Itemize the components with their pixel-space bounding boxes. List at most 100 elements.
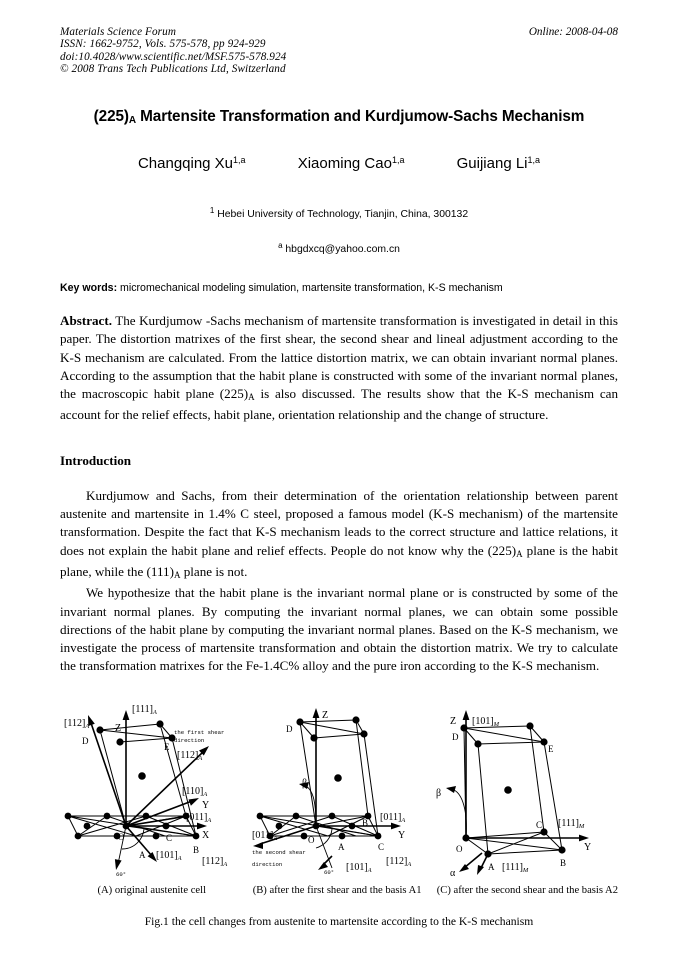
- intro-p1-subscript-2: A: [173, 569, 181, 580]
- masthead-left: Materials Science Forum ISSN: 1662-9752,…: [60, 26, 618, 76]
- panel-c-vertex-d: D: [452, 732, 459, 742]
- panel-c-dir-111-bottom: [111]M: [502, 862, 529, 874]
- panel-a-vertex-d: D: [82, 736, 89, 746]
- figure-panel-b: Z D β B [011]A Y O [011]A the second she…: [246, 698, 432, 878]
- panel-b-dir-011-right: [011]A: [380, 812, 405, 824]
- panel-a-dir-111: [111]A: [132, 704, 157, 716]
- panel-a-dir-112-left: [112]A: [64, 718, 89, 730]
- abstract-label: Abstract.: [60, 313, 112, 328]
- subcaption-a: (A) original austenite cell: [97, 884, 207, 896]
- panel-a-axis-x: X: [202, 830, 210, 841]
- panel-c-vertex-b: B: [560, 858, 566, 868]
- panel-a-dir-101: [101]A: [156, 850, 182, 862]
- panel-b-vertex-c: C: [378, 842, 384, 852]
- panel-a-vertex-e: E: [164, 742, 170, 752]
- contact-email: a hbgdxcq@yahoo.com.cn: [60, 241, 618, 255]
- panel-c-vertex-o: O: [456, 844, 463, 854]
- panel-a-vertex-a: A: [139, 850, 146, 860]
- author-2-sup: 1,a: [391, 155, 405, 165]
- email-text: hbgdxcq@yahoo.com.cn: [282, 244, 400, 255]
- author-3-name: Guijiang Li: [456, 155, 528, 172]
- panel-a-axis-y: Y: [202, 800, 209, 811]
- panel-c-axis-y: Y: [584, 842, 591, 853]
- intro-paragraph-1: Kurdjumow and Sachs, from their determin…: [60, 487, 618, 584]
- panel-a-note-line1: the first shear: [174, 729, 224, 736]
- panel-c-vertex-e: E: [548, 744, 554, 754]
- panel-b-vertex-d: D: [286, 724, 293, 734]
- panel-b-axis-y: Y: [398, 830, 405, 841]
- author-3-sup: 1,a: [527, 155, 541, 165]
- panel-b-vertex-a: A: [338, 842, 345, 852]
- author-1: Changqing Xu1,a: [138, 155, 246, 172]
- issn-line: ISSN: 1662-9752, Vols. 575-578, pp 924-9…: [60, 38, 266, 51]
- panel-a-vertex-o: O: [118, 832, 125, 842]
- masthead: Materials Science Forum ISSN: 1662-9752,…: [60, 26, 618, 84]
- panel-b-note-line2: direction: [252, 861, 282, 868]
- author-2-name: Xiaoming Cao: [297, 155, 392, 172]
- email-marker: a: [278, 241, 283, 250]
- panel-b-angle: 60°: [324, 869, 334, 876]
- author-list: Changqing Xu1,a Xiaoming Cao1,a Guijiang…: [60, 155, 618, 172]
- abstract-part-1: The Kurdjumow -Sachs mechanism of marten…: [60, 313, 618, 402]
- author-1-sup: 1,a: [233, 155, 246, 165]
- intro-paragraph-2: We hypothesize that the habit plane is t…: [60, 585, 618, 674]
- panel-c-beta: β: [436, 788, 441, 799]
- journal-name: Materials Science Forum: [60, 26, 177, 38]
- panel-a-angle: 60°: [116, 871, 126, 878]
- panel-c-vertex-a: A: [488, 862, 495, 872]
- affiliation-text: Hebei University of Technology, Tianjin,…: [214, 209, 469, 220]
- panel-a-dir-112-right: [112]A: [177, 750, 202, 762]
- author-2: Xiaoming Cao1,a: [298, 155, 405, 172]
- panel-a-dir-112-bottom: [112]A: [202, 856, 227, 868]
- panel-b-vertex-b: B: [362, 818, 368, 828]
- subcaption-c: (C) after the second shear and the basis…: [436, 884, 618, 896]
- panel-a-note-line2: direction: [174, 737, 204, 744]
- panel-c-dir-101: [101]M: [472, 716, 500, 728]
- panel-c-dir-111-right: [111]M: [558, 818, 585, 830]
- author-1-name: Changqing Xu: [137, 155, 234, 172]
- online-date: Online: 2008-04-08: [528, 26, 618, 38]
- affiliation: 1 Hebei University of Technology, Tianji…: [60, 206, 618, 220]
- keywords: Key words: micromechanical modeling simu…: [60, 282, 618, 294]
- intro-p1-subscript-1: A: [516, 548, 523, 559]
- panel-c-diagram: Z [101]M D E β [111]M C Y O A B α [111]M: [436, 709, 591, 878]
- panel-a-vertex-b: B: [193, 845, 199, 855]
- affiliation-marker: 1: [209, 206, 215, 215]
- abstract: Abstract. The Kurdjumow -Sachs mechanism…: [60, 312, 618, 425]
- keywords-label: Key words:: [60, 282, 118, 294]
- intro-p1-part-2: plane is the habit plane, while the (111…: [60, 542, 618, 579]
- title-rest: Martensite Transformation and Kurdjumow-…: [136, 108, 585, 125]
- figure-subcaptions: (A) original austenite cell (B) after th…: [60, 885, 618, 896]
- author-3: Guijiang Li1,a: [457, 155, 540, 172]
- panel-c-axis-z: Z: [450, 716, 456, 727]
- panel-b-vertex-o: O: [308, 835, 315, 845]
- abstract-subscript-1: A: [248, 392, 255, 403]
- abstract-part-2: is also discussed. The results show that…: [60, 386, 618, 423]
- figure-panel-a: [111]A Z [112]A D E the first shear dire…: [60, 698, 246, 878]
- figure-panel-c: Z [101]M D E β [111]M C Y O A B α [111]M: [432, 698, 618, 878]
- panel-a-diagram: [111]A Z [112]A D E the first shear dire…: [64, 704, 227, 878]
- panel-c-alpha: α: [450, 868, 456, 878]
- copyright-line: © 2008 Trans Tech Publications Ltd, Swit…: [60, 63, 286, 76]
- subcaption-b: (B) after the first shear and the basis …: [252, 884, 422, 896]
- panel-c-vertex-c: C: [536, 820, 542, 830]
- section-heading-introduction: Introduction: [60, 452, 132, 468]
- title-plane: (225): [93, 108, 129, 125]
- figure-row: [111]A Z [112]A D E the first shear dire…: [60, 698, 618, 878]
- intro-p1-part-3: plane is not.: [180, 563, 248, 579]
- title-plane-subscript: A: [128, 115, 137, 126]
- figure-caption: Fig.1 the cell changes from austenite to…: [144, 914, 534, 928]
- panel-b-diagram: Z D β B [011]A Y O [011]A the second she…: [252, 707, 411, 876]
- panel-a-dir-110: [110]A: [182, 786, 207, 798]
- panel-b-axis-z: Z: [322, 710, 328, 721]
- panel-b-dir-011-left: [011]A: [252, 830, 277, 842]
- panel-b-dir-112: [112]A: [386, 856, 411, 868]
- panel-b-note-line1: the second shear: [252, 849, 306, 856]
- panel-b-dir-101: [101]A: [346, 862, 372, 874]
- panel-b-beta: β: [302, 778, 307, 789]
- panel-a-vertex-c: C: [166, 833, 172, 843]
- intro-p1-part-1: Kurdjumow and Sachs, from their determin…: [60, 487, 618, 558]
- page-title: (225)A Martensite Transformation and Kur…: [60, 108, 618, 126]
- panel-a-dir-011: [011]A: [186, 812, 211, 824]
